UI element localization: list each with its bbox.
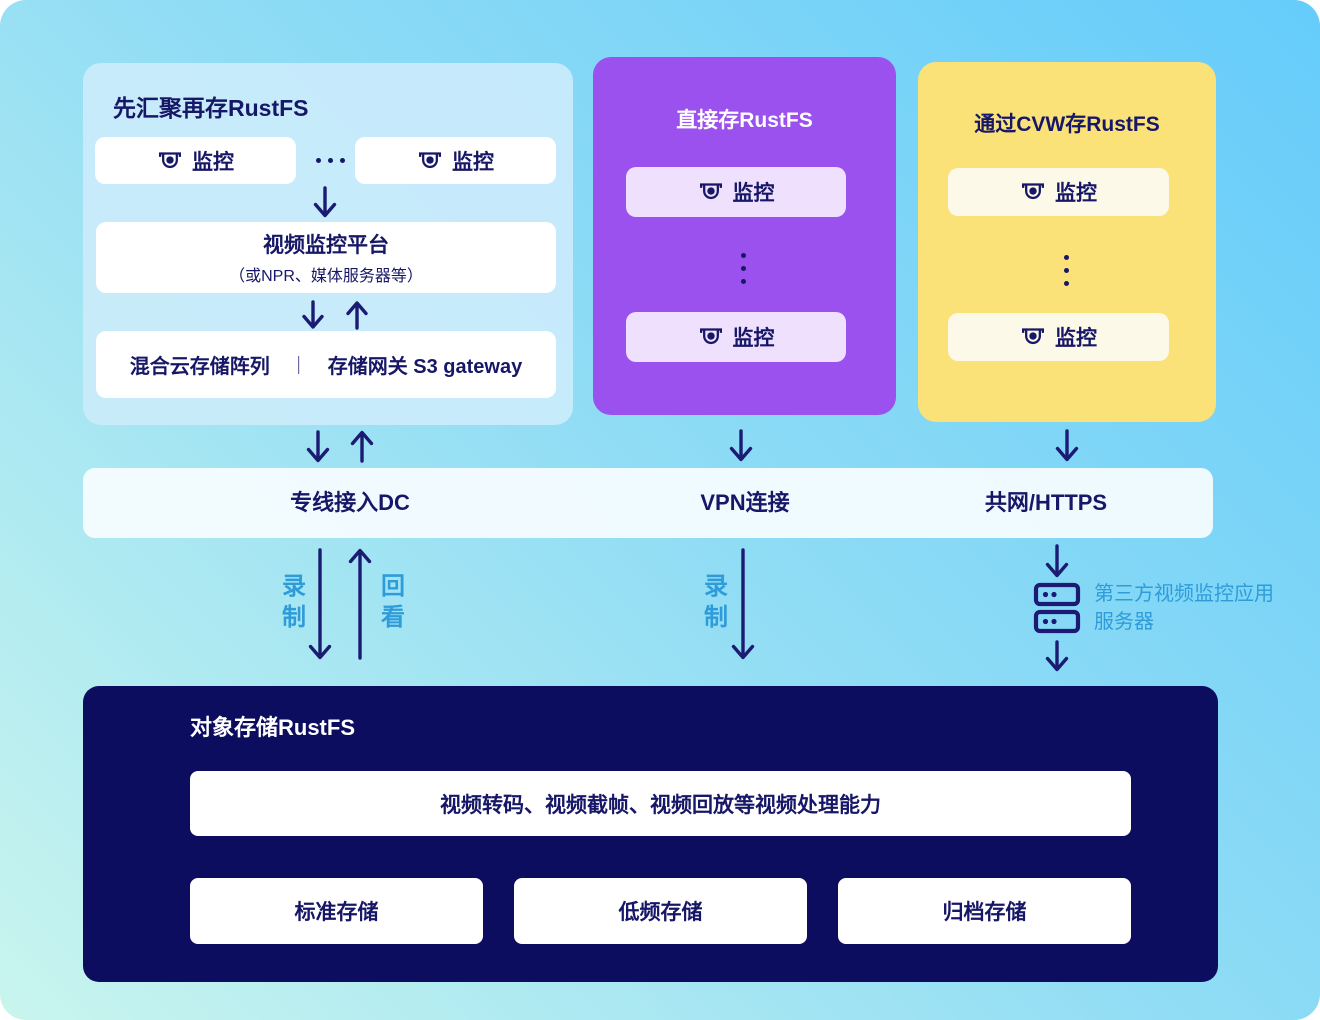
video-platform-line2: （或NPR、媒体服务器等） <box>229 268 423 285</box>
server-icon <box>1033 582 1081 634</box>
object-storage-panel: 对象存储RustFS 视频转码、视频截帧、视频回放等视频处理能力 标准存储 低频… <box>83 686 1218 982</box>
camera-chip: 监控 <box>948 313 1169 361</box>
camera-chip: 监控 <box>626 312 846 362</box>
divider-bar: ｜ <box>289 355 308 376</box>
down-arrow <box>1055 429 1079 462</box>
third-party-line2: 服务器 <box>1094 611 1154 633</box>
playback-label: 回看 <box>381 573 405 631</box>
camera-chip-label: 监控 <box>1055 327 1097 350</box>
down-arrow <box>1045 544 1069 578</box>
standard-storage-box: 标准存储 <box>190 878 483 944</box>
infrequent-storage-box: 低频存储 <box>514 878 807 944</box>
archive-storage-box: 归档存储 <box>838 878 1131 944</box>
camera-chip-label: 监控 <box>1055 182 1097 205</box>
up-arrow <box>350 430 374 463</box>
long-down-arrow <box>731 548 755 660</box>
long-down-arrow <box>308 548 332 660</box>
standard-storage-label: 标准存储 <box>294 901 379 924</box>
https-access-label: 共网/HTTPS <box>984 490 1108 515</box>
camera-icon <box>417 148 443 174</box>
camera-chip: 监控 <box>948 168 1169 216</box>
camera-icon <box>1020 179 1046 205</box>
down-arrow <box>306 430 330 463</box>
camera-chip: 监控 <box>95 137 296 184</box>
storage-tier-row: 标准存储 低频存储 归档存储 <box>190 878 1131 944</box>
down-arrow <box>1045 640 1069 672</box>
record-label: 录制 <box>282 573 306 631</box>
camera-chip-label: 监控 <box>452 150 494 174</box>
video-platform-box: 视频监控平台 （或NPR、媒体服务器等） <box>96 222 556 293</box>
record-label: 录制 <box>704 573 728 631</box>
video-capability-label: 视频转码、视频截帧、视频回放等视频处理能力 <box>440 793 881 817</box>
up-arrow <box>346 301 368 330</box>
cvw-store-title: 通过CVW存RustFS <box>974 113 1160 136</box>
camera-icon <box>157 148 183 174</box>
s3-gateway-label: 存储网关 S3 gateway <box>327 356 523 378</box>
down-arrow <box>302 300 324 329</box>
infrequent-storage-label: 低频存储 <box>618 901 703 924</box>
aggregate-panel: 先汇聚再存RustFS 监控 监控 视频监控平台 （或NPR、媒体服务器等） 混… <box>83 63 573 425</box>
hybrid-array-label: 混合云存储阵列 <box>129 356 270 378</box>
ellipsis-horizontal-dots <box>305 137 355 184</box>
down-arrow <box>313 186 337 218</box>
ellipsis-vertical-dots <box>741 253 746 284</box>
camera-chip: 监控 <box>626 167 846 217</box>
long-up-arrow <box>348 548 372 660</box>
camera-icon <box>698 324 724 350</box>
video-platform-line1: 视频监控平台 <box>263 234 389 257</box>
camera-chip-label: 监控 <box>732 327 775 350</box>
video-capability-box: 视频转码、视频截帧、视频回放等视频处理能力 <box>190 771 1131 836</box>
camera-chip: 监控 <box>355 137 556 184</box>
object-storage-title: 对象存储RustFS <box>190 715 356 740</box>
camera-chip-label: 监控 <box>192 150 234 174</box>
dc-access-label: 专线接入DC <box>290 490 410 515</box>
archive-storage-label: 归档存储 <box>942 901 1027 924</box>
third-party-line1: 第三方视频监控应用 <box>1094 583 1274 605</box>
network-access-bar: 专线接入DC VPN连接 共网/HTTPS <box>83 468 1213 538</box>
cvw-store-panel: 通过CVW存RustFS 监控 监控 <box>918 62 1216 422</box>
camera-icon <box>1020 324 1046 350</box>
third-party-server-label: 第三方视频监控应用 服务器 <box>1094 580 1274 636</box>
vpn-access-label: VPN连接 <box>700 490 790 515</box>
camera-chip-label: 监控 <box>732 182 775 205</box>
hybrid-storage-box: 混合云存储阵列 ｜ 存储网关 S3 gateway <box>96 331 556 398</box>
down-arrow <box>729 429 753 462</box>
direct-store-panel: 直接存RustFS 监控 监控 <box>593 57 896 415</box>
ellipsis-vertical-dots <box>1064 255 1069 286</box>
direct-store-title: 直接存RustFS <box>676 109 813 132</box>
aggregate-panel-title: 先汇聚再存RustFS <box>113 95 309 121</box>
camera-icon <box>698 179 724 205</box>
